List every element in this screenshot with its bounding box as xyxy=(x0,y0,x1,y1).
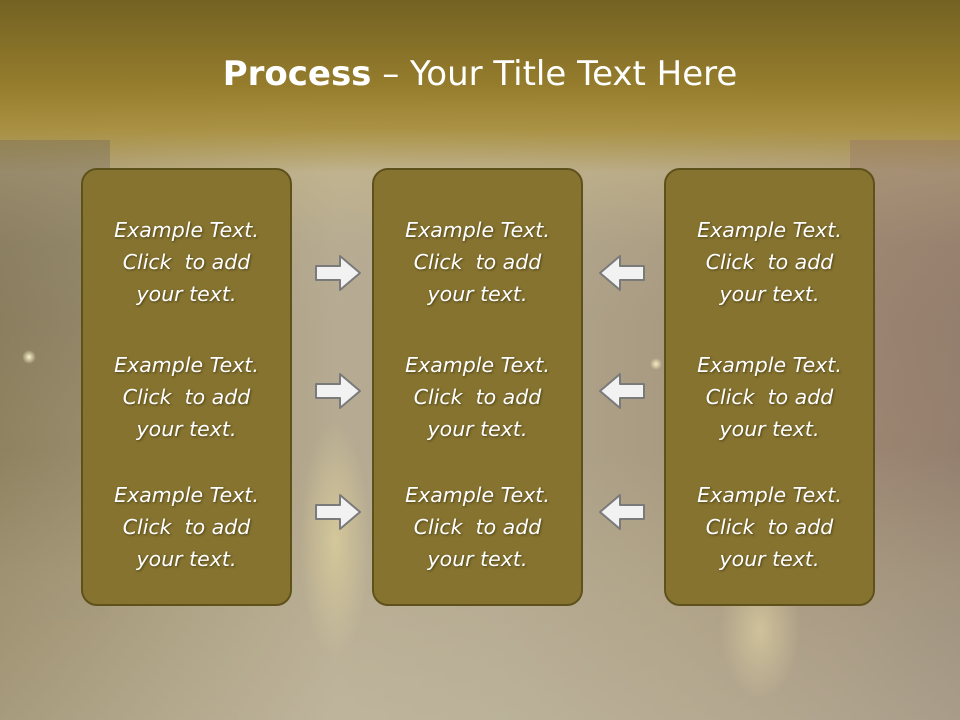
text-line: Click to add xyxy=(122,385,251,409)
text-line: Click to add xyxy=(705,515,834,539)
text-line: Click to add xyxy=(705,385,834,409)
text-placeholder[interactable]: Example Text. Click to add your text. xyxy=(83,214,290,310)
text-line: your text. xyxy=(427,547,528,571)
text-line: Example Text. xyxy=(697,353,842,377)
text-line: Click to add xyxy=(705,250,834,274)
text-line: your text. xyxy=(136,417,237,441)
left-arrow-icon xyxy=(598,253,646,293)
text-placeholder[interactable]: Example Text. Click to add your text. xyxy=(666,214,873,310)
text-placeholder[interactable]: Example Text. Click to add your text. xyxy=(374,214,581,310)
text-line: your text. xyxy=(719,282,820,306)
right-arrow-icon xyxy=(314,371,362,411)
right-arrow-icon xyxy=(314,492,362,532)
text-placeholder[interactable]: Example Text. Click to add your text. xyxy=(83,479,290,575)
text-line: your text. xyxy=(427,417,528,441)
background-light-reflection xyxy=(300,420,370,660)
text-line: your text. xyxy=(136,282,237,306)
process-box-center[interactable]: Example Text. Click to add your text. Ex… xyxy=(372,168,583,606)
slide-title[interactable]: Process – Your Title Text Here xyxy=(0,52,960,96)
title-bold: Process xyxy=(222,54,372,94)
text-line: Example Text. xyxy=(114,483,259,507)
title-rest: – Your Title Text Here xyxy=(371,54,738,94)
text-line: Example Text. xyxy=(114,353,259,377)
text-line: Example Text. xyxy=(114,218,259,242)
text-line: Click to add xyxy=(413,515,542,539)
text-line: Example Text. xyxy=(697,218,842,242)
text-placeholder[interactable]: Example Text. Click to add your text. xyxy=(374,479,581,575)
text-line: Example Text. xyxy=(405,218,550,242)
text-placeholder[interactable]: Example Text. Click to add your text. xyxy=(666,349,873,445)
text-line: your text. xyxy=(719,417,820,441)
text-placeholder[interactable]: Example Text. Click to add your text. xyxy=(666,479,873,575)
right-arrow-icon xyxy=(314,253,362,293)
left-arrow-icon xyxy=(598,371,646,411)
text-line: Click to add xyxy=(413,250,542,274)
text-line: Click to add xyxy=(122,515,251,539)
text-placeholder[interactable]: Example Text. Click to add your text. xyxy=(374,349,581,445)
text-line: your text. xyxy=(136,547,237,571)
text-line: Example Text. xyxy=(697,483,842,507)
text-line: Click to add xyxy=(413,385,542,409)
text-line: your text. xyxy=(719,547,820,571)
text-placeholder[interactable]: Example Text. Click to add your text. xyxy=(83,349,290,445)
process-box-right[interactable]: Example Text. Click to add your text. Ex… xyxy=(664,168,875,606)
left-arrow-icon xyxy=(598,492,646,532)
background-lamp xyxy=(650,358,662,370)
text-line: Click to add xyxy=(122,250,251,274)
text-line: Example Text. xyxy=(405,483,550,507)
text-line: Example Text. xyxy=(405,353,550,377)
background-lamp xyxy=(22,350,36,364)
text-line: your text. xyxy=(427,282,528,306)
process-box-left[interactable]: Example Text. Click to add your text. Ex… xyxy=(81,168,292,606)
